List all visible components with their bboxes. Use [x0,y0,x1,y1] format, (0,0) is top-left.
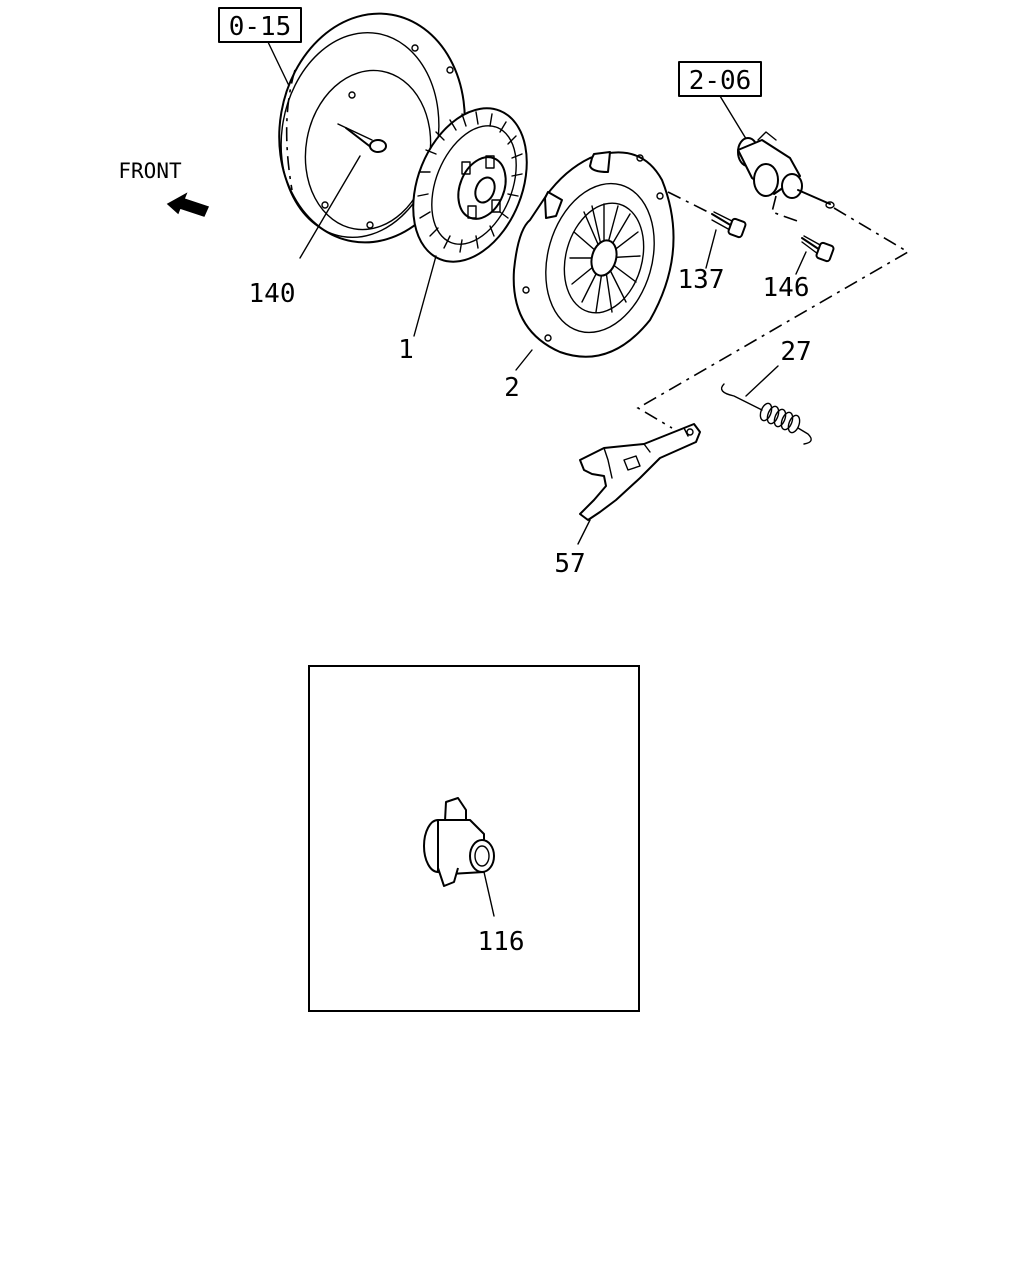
part-label-116: 116 [478,927,525,957]
pressure-plate-ring [545,182,655,334]
disc-facing-segments [417,111,523,253]
disc-spline [474,176,496,204]
slave-cylinder [737,131,835,209]
leader-line-1 [413,255,437,337]
part-label-140: 140 [249,279,296,309]
bolt-137-head [727,217,747,239]
release-fork-body [579,423,701,521]
flywheel-centerline [285,69,296,191]
disc-lining [431,125,517,245]
leader-line-140 [299,155,361,259]
reference-box-slave-cylinder[interactable]: 2-06 [678,61,762,97]
bearing-race [469,839,495,873]
reference-box-flywheel[interactable]: 0-15 [218,7,302,43]
part-label-1: 1 [398,335,414,365]
inset-panel: 116 [308,665,640,1012]
diaphragm-spring [563,202,645,314]
leader-line-2 [515,349,533,371]
front-arrow-icon [166,192,210,217]
leader-line-slave-cylinder [719,95,749,143]
part-label-2: 2 [504,373,520,403]
spring-coils [759,402,801,434]
leader-line-27 [745,365,779,397]
leader-line-116 [483,871,495,917]
alignment-line [636,207,910,429]
release-bearing [423,797,495,887]
reference-label-slave-cylinder: 2-06 [689,66,752,96]
leader-line-57 [577,519,591,545]
bolt-146-head [815,241,835,263]
reference-label-flywheel: 0-15 [229,12,292,42]
part-label-27: 27 [780,337,811,367]
clutch-disc [412,107,528,263]
pilot-bearing [337,123,387,153]
bolt-146 [801,235,835,263]
bearing-sleeve-bottom [437,867,459,887]
spring-hook-left [720,383,763,411]
bolt-137 [711,211,747,239]
spring-hook-right [797,427,812,445]
reference-frame [218,7,302,43]
reference-frame [678,61,762,97]
pressure-plate [512,151,675,358]
release-fork [579,423,701,521]
leader-line-137 [705,229,717,269]
leader-line-146 [795,251,807,275]
part-label-57: 57 [554,549,585,579]
slave-cylinder-pushrod [797,189,831,205]
leader-line-flywheel [267,41,293,93]
pilot-bearing-end [369,139,387,153]
spring [720,383,812,445]
part-label-137: 137 [678,265,725,295]
front-label: FRONT [118,159,182,183]
part-label-146: 146 [763,273,810,303]
